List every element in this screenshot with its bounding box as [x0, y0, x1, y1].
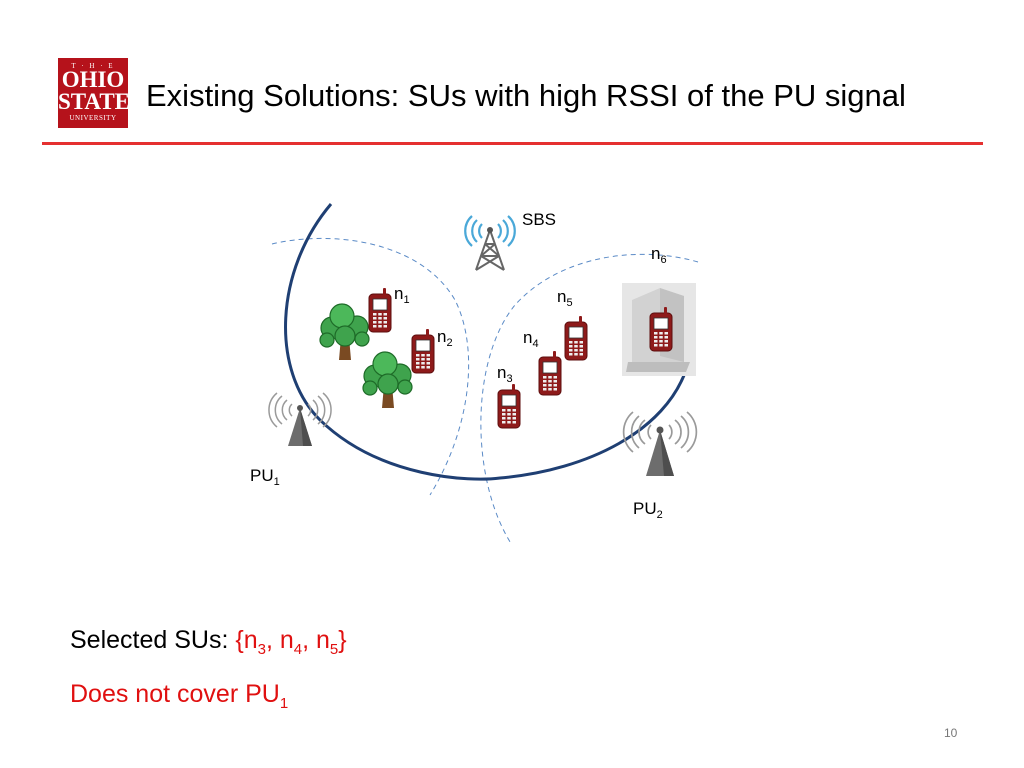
ohio-state-logo: T · H · E OHIO STATE UNIVERSITY: [58, 58, 131, 128]
node-label-n5: n5: [557, 287, 573, 309]
selected-sus-set: {n3, n4, n5}: [235, 626, 347, 658]
phone-icon: [497, 383, 521, 429]
node-label-n6: n6: [651, 244, 667, 266]
logo-text-ohio: OHIO: [61, 67, 125, 92]
node-label-n2: n2: [437, 327, 453, 349]
logo-text-state: STATE: [58, 89, 131, 114]
title-divider: [42, 142, 983, 145]
antenna-icon: [268, 392, 332, 446]
selected-sus-prefix: Selected SUs:: [70, 626, 236, 654]
tree-icon: [318, 302, 371, 362]
pu2-label: PU2: [633, 499, 663, 521]
phone-icon: [368, 287, 392, 333]
phone-icon: [411, 328, 435, 374]
page-number: 10: [944, 726, 958, 740]
logo-text-university: UNIVERSITY: [69, 114, 117, 122]
pu1-label: PU1: [250, 466, 280, 488]
phone-icon: [564, 315, 588, 361]
selected-sus-line: Selected SUs: {n3, n4, n5}: [70, 618, 347, 672]
phone-icon: [538, 350, 562, 396]
antenna-icon: [622, 411, 698, 476]
logo-text-the: T · H · E: [71, 62, 115, 70]
node-label-n1: n1: [394, 284, 410, 306]
slide-title: Existing Solutions: SUs with high RSSI o…: [146, 78, 906, 113]
cell-tower-icon: [464, 215, 516, 271]
pu2-coverage-curve: [480, 253, 699, 546]
node-label-n4: n4: [523, 328, 539, 350]
sbs-label: SBS: [522, 210, 556, 229]
node-label-n3: n3: [497, 363, 513, 385]
tree-icon: [361, 350, 414, 410]
coverage-warning-line: Does not cover PU1: [70, 680, 289, 712]
sbs-coverage-arc: [284, 203, 688, 481]
phone-icon: [649, 306, 673, 352]
bullet-list: Selected SUs: {n3, n4, n5} Does not cove…: [70, 618, 347, 726]
